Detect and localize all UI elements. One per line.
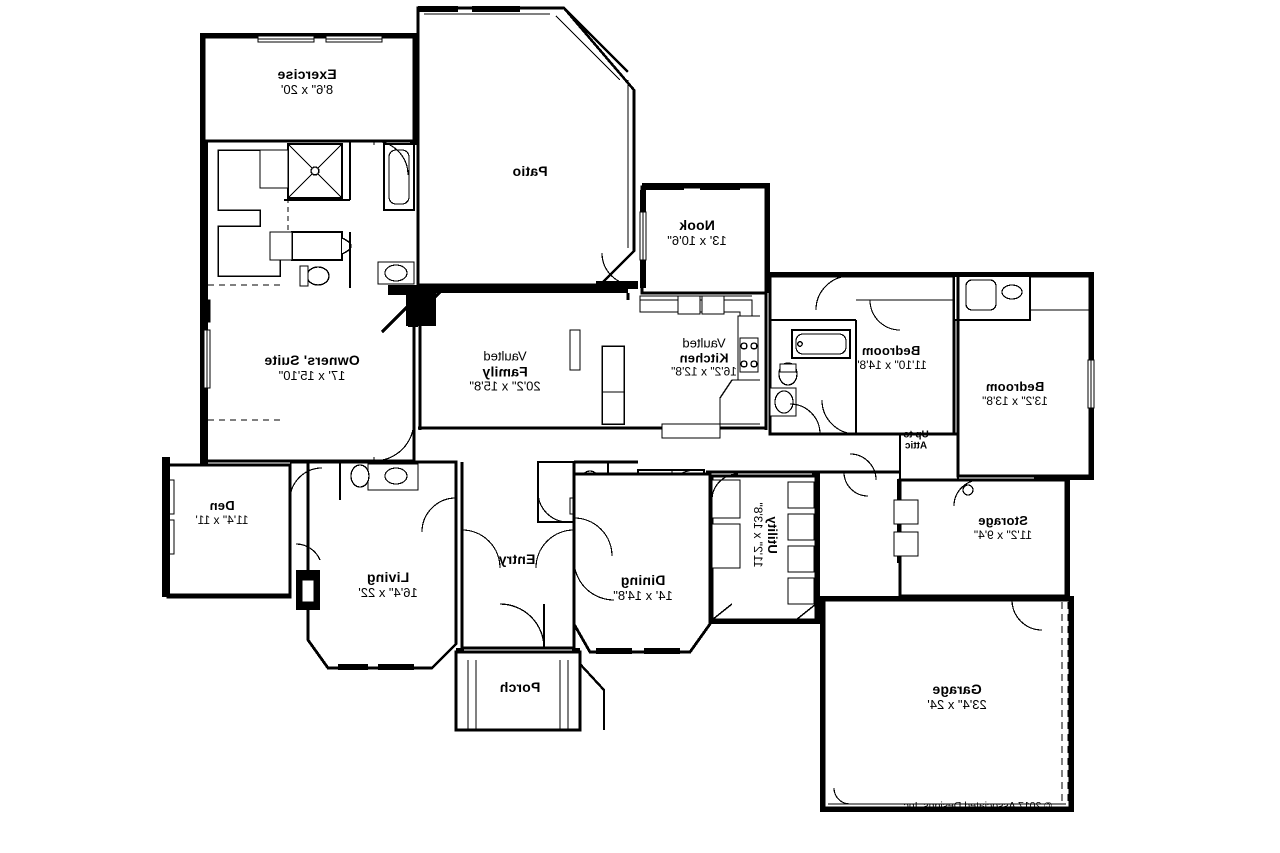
living-room <box>295 460 458 670</box>
room-label-porch: Porch <box>499 679 541 696</box>
room-dimensions: 8'6" x 20' <box>280 81 334 97</box>
room-name: Porch <box>499 679 541 696</box>
room-label-dining: Dining 14' x 14'8" <box>613 571 673 603</box>
annotation-line-1: Up to <box>903 429 929 441</box>
entry-hall <box>460 462 576 650</box>
den-room <box>164 463 323 599</box>
room-name: Owners' Suite <box>264 351 360 368</box>
room-name: Dining <box>620 571 666 588</box>
dining-room <box>572 472 712 654</box>
room-dimensions: 11'2" x 9'4" <box>973 527 1033 542</box>
room-dimensions: 17' x 15'10" <box>278 367 346 383</box>
room-dimensions: 11'2" x 13'8" <box>751 502 766 568</box>
storage-room <box>893 478 1068 598</box>
annotation-line-2: Attic <box>904 440 928 451</box>
family-room <box>418 293 630 430</box>
annotation-up-to-attic: Up to Attic <box>903 429 929 452</box>
room-label-den: Den 11'4" x 11' <box>195 498 249 527</box>
room-label-garage: Garage 23'4" x 24' <box>927 680 987 712</box>
kitchen-fixtures <box>601 293 775 439</box>
left-bedrooms <box>768 274 1095 478</box>
room-name: Bedroom <box>861 343 921 359</box>
room-name: Exercise <box>277 65 337 82</box>
room-name: Family <box>482 363 528 380</box>
room-name: Den <box>209 498 235 514</box>
utility-room <box>710 473 818 622</box>
room-dimensions: 16'2" x 12'8" <box>671 364 737 379</box>
room-qualifier: Vaulted <box>682 335 726 351</box>
room-label-entry: Entry <box>498 551 536 568</box>
room-label-nook: Nook 13' x 10'6" <box>667 216 727 248</box>
garage <box>822 598 1072 810</box>
nook-walls <box>639 184 768 295</box>
room-dimensions: 16'4" x 22' <box>358 584 418 600</box>
room-name: Living <box>366 568 410 585</box>
misc-walls <box>574 434 960 497</box>
room-label-owners-suite: Owners' Suite 17' x 15'10" <box>264 351 360 383</box>
room-dimensions: 11'4" x 11' <box>195 512 249 527</box>
copyright-notice: © 2017 Associated Designs, Inc. <box>900 800 1052 812</box>
room-dimensions: 20'2" x 15'8" <box>469 378 541 394</box>
owners-bath <box>208 140 415 288</box>
room-name: Garage <box>932 680 982 697</box>
room-name: Utility <box>764 516 780 554</box>
room-label-kitchen: Vaulted Kitchen 16'2" x 12'8" <box>671 335 737 380</box>
room-label-utility: Utility 11'2" x 13'8" <box>751 502 780 568</box>
room-name: Nook <box>679 216 715 233</box>
room-dimensions: 23'4" x 24' <box>927 696 987 712</box>
room-label-bedroom-2: Bedroom 11'10" x 14'8" <box>849 343 933 372</box>
room-label-exercise: Exercise 8'6" x 20' <box>277 65 337 97</box>
room-dimensions: 13'2" x 13'8" <box>982 393 1048 408</box>
room-label-family: Vaulted Family 20'2" x 15'8" <box>469 348 541 395</box>
room-label-patio: Patio <box>512 163 548 180</box>
room-name: Patio <box>512 163 548 180</box>
room-dimensions: 13' x 10'6" <box>667 232 727 248</box>
room-label-living: Living 16'4" x 22' <box>358 568 418 600</box>
room-dimensions: 14' x 14'8" <box>613 587 673 603</box>
room-qualifier: Vaulted <box>483 348 527 364</box>
room-label-bedroom-3: Bedroom 13'2" x 13'8" <box>982 379 1048 408</box>
room-name: Entry <box>498 551 536 568</box>
room-name: Bedroom <box>985 379 1045 395</box>
front-porch <box>454 650 606 732</box>
room-name: Kitchen <box>679 350 729 366</box>
exercise-room-walls <box>202 35 416 143</box>
hall-closets <box>290 460 456 500</box>
room-name: Storage <box>978 513 1028 529</box>
room-label-storage: Storage 11'2" x 9'4" <box>973 513 1033 542</box>
patio-outline <box>416 6 638 289</box>
room-dimensions: 11'10" x 14'8" <box>855 357 927 372</box>
